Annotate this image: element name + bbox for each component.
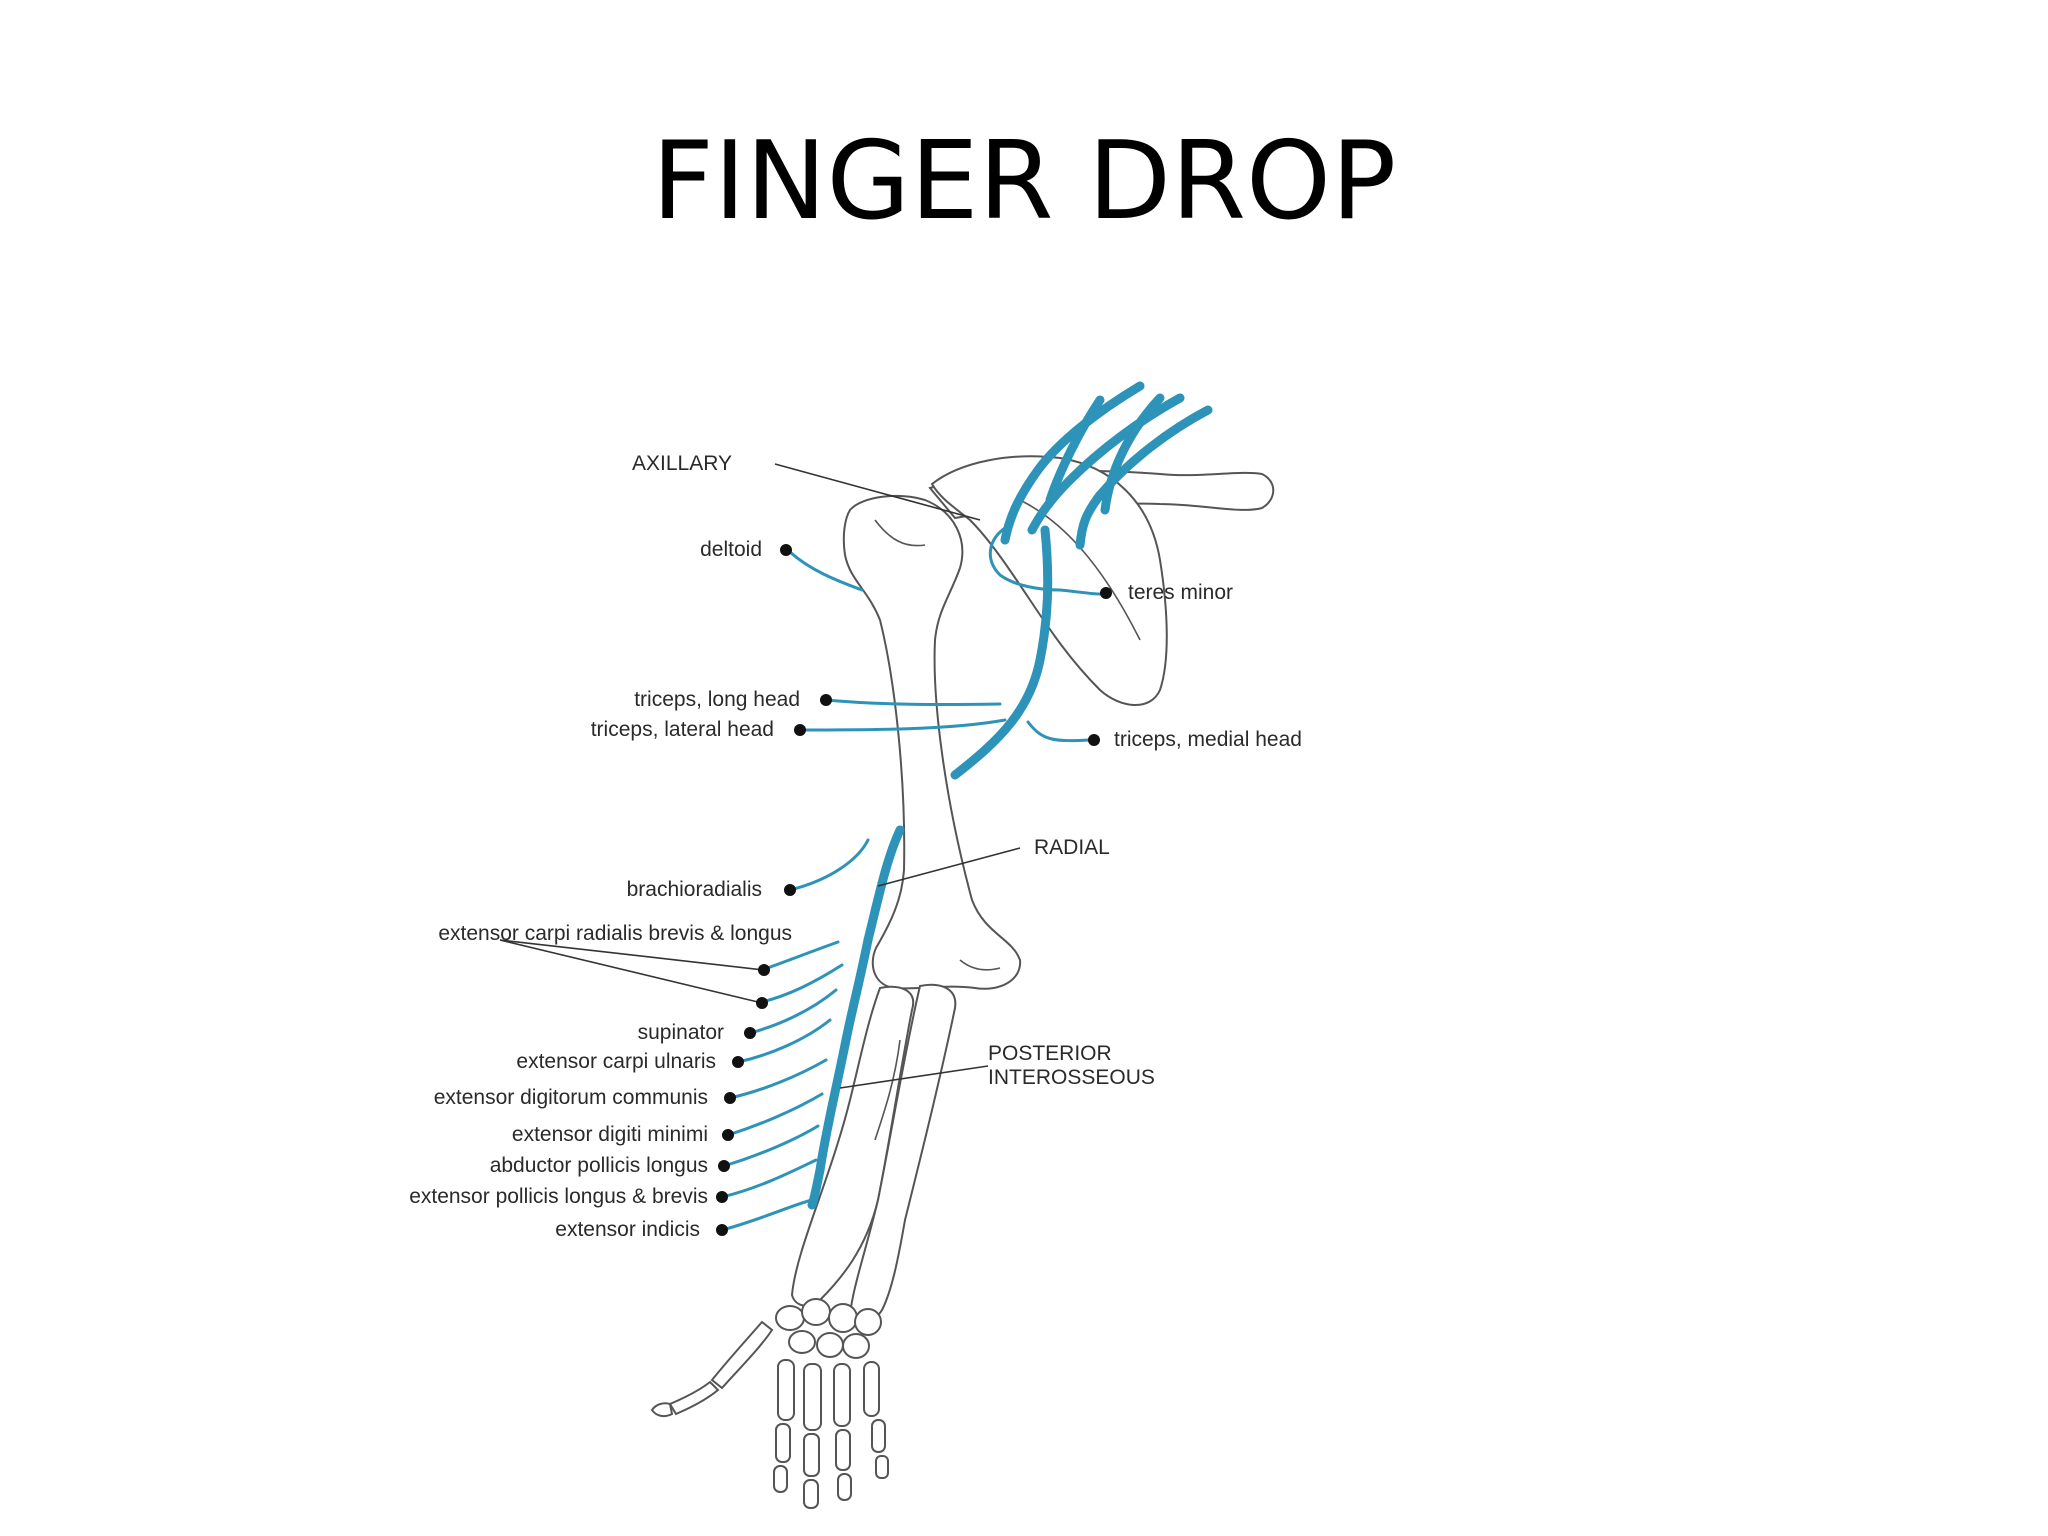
humerus [842, 494, 1022, 990]
label-apl: abductor pollicis longus [490, 1154, 708, 1177]
label-ecu: extensor carpi ulnaris [516, 1050, 716, 1073]
label-triceps-medial: triceps, medial head [1114, 728, 1302, 751]
muscle-markers [716, 544, 1112, 1236]
finger-bones [773, 1359, 889, 1509]
label-edm: extensor digiti minimi [512, 1123, 708, 1146]
label-radial: RADIAL [1034, 836, 1110, 859]
label-ei: extensor indicis [555, 1218, 700, 1241]
label-teres-minor: teres minor [1128, 581, 1233, 604]
arm-skeleton [650, 455, 1275, 1509]
label-supinator: supinator [638, 1021, 724, 1044]
radius [848, 983, 957, 1321]
label-triceps-long: triceps, long head [634, 688, 800, 711]
label-axillary: AXILLARY [632, 452, 732, 475]
label-edc: extensor digitorum communis [434, 1086, 708, 1109]
label-brachioradialis: brachioradialis [627, 878, 762, 901]
carpal-bones [775, 1298, 882, 1359]
label-interosseous: INTEROSSEOUS [988, 1066, 1155, 1089]
label-posterior: POSTERIOR [988, 1042, 1112, 1065]
slide-title: FINGER DROP [651, 119, 1397, 244]
label-epl: extensor pollicis longus & brevis [409, 1185, 708, 1208]
label-leader-lines [499, 463, 1021, 1089]
thumb-bones [650, 1320, 774, 1418]
label-deltoid: deltoid [700, 538, 762, 561]
label-triceps-lateral: triceps, lateral head [591, 718, 774, 741]
label-ecrb-longus: extensor carpi radialis brevis & longus [438, 922, 792, 945]
radial-nerve [720, 381, 1213, 1232]
